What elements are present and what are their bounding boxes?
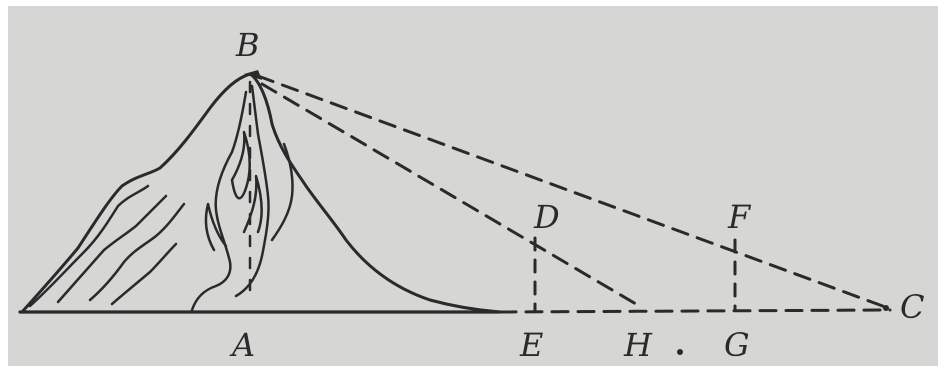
label-c: C (900, 288, 924, 326)
ridge-stroke-crevice-1 (230, 130, 251, 200)
sight-line-b-to-c (256, 74, 890, 310)
ground-line-dashed (498, 308, 892, 314)
apex-mark-b (244, 70, 262, 80)
point-c-dot (883, 305, 889, 311)
label-d: D (533, 198, 560, 236)
label-a: A (229, 326, 255, 364)
sight-line-b-to-h (260, 82, 638, 306)
ridge-stroke-left-outer (28, 184, 150, 308)
ridge-stroke-right (270, 142, 294, 242)
label-g: G (724, 326, 750, 364)
label-e: E (519, 326, 543, 364)
ridge-stroke-central-right (234, 84, 270, 298)
label-f: F (727, 198, 752, 236)
point-h-dot (677, 349, 683, 355)
ridge-stroke-left-inner (56, 194, 168, 304)
ridge-stroke-left-bottom (110, 242, 178, 306)
ridge-stroke-left-spur (88, 202, 186, 302)
label-b: B (235, 26, 260, 64)
ridge-stroke-central-left (190, 90, 248, 312)
ridge-stroke-crevice-3 (204, 202, 228, 252)
label-h: H (623, 326, 653, 364)
paper-background (8, 6, 938, 366)
